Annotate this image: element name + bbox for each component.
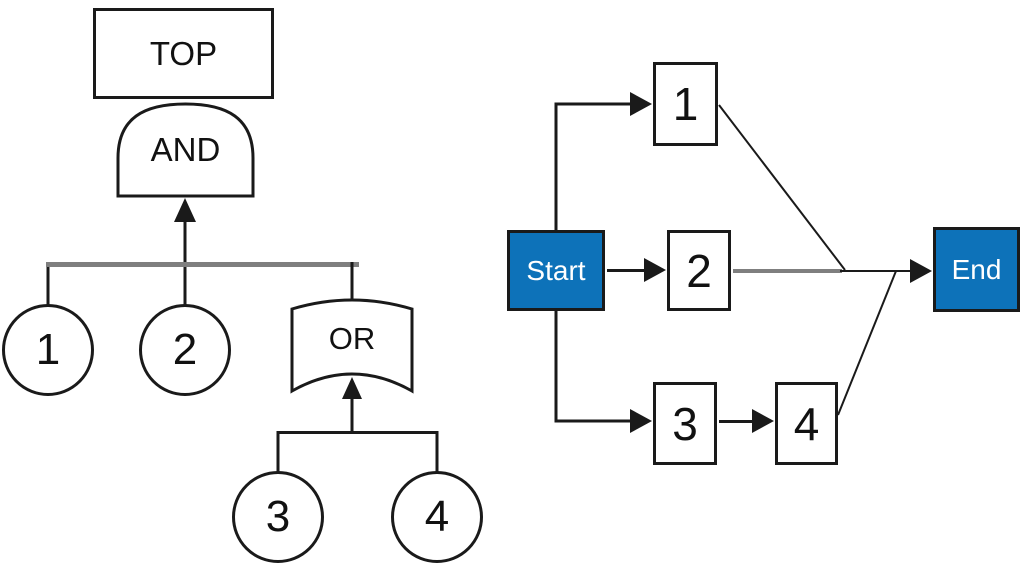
start-node: Start: [507, 230, 605, 311]
and-gate-text: AND: [150, 131, 221, 168]
block-1-node: 1: [653, 62, 718, 146]
connector-start-to-block3: [554, 309, 632, 423]
arrowhead-into-block4-icon: [752, 409, 774, 433]
block-4-node: 4: [775, 382, 838, 465]
basic-event-4-label: 4: [424, 492, 450, 541]
block-3-label: 3: [672, 397, 698, 450]
block-4-label: 4: [793, 397, 820, 450]
block-2-label: 2: [686, 244, 712, 297]
connector-start-to-block1: [554, 102, 632, 232]
basic-event-1-label: 1: [35, 325, 61, 374]
end-node: End: [933, 227, 1020, 312]
block-3-node: 3: [653, 382, 717, 465]
arrowhead-into-block1-icon: [630, 92, 652, 116]
arrowhead-into-block3-icon: [630, 409, 652, 433]
or-gate-label: OR: [292, 306, 412, 372]
or-gate-text: OR: [328, 321, 376, 356]
connector-block1-to-junction: [718, 104, 846, 271]
basic-event-3-circle: 3: [232, 471, 324, 563]
basic-event-4-circle: 4: [391, 471, 483, 563]
top-event-label: TOP: [149, 34, 218, 72]
basic-event-1-circle: 1: [2, 304, 94, 396]
fault-tree-top-event-box: TOP: [93, 8, 274, 99]
and-gate-label: AND: [118, 104, 253, 196]
arrowhead-into-or-icon: [342, 377, 362, 399]
arrowhead-into-block2-icon: [644, 258, 666, 282]
arrowhead-into-end-icon: [910, 259, 932, 283]
connector-block4-to-junction: [837, 270, 897, 416]
start-node-label: Start: [526, 254, 586, 286]
end-node-label: End: [951, 253, 1002, 285]
block-2-node: 2: [667, 230, 731, 311]
basic-event-3-label: 3: [265, 492, 291, 541]
block-1-label: 1: [672, 78, 699, 130]
basic-event-2-circle: 2: [139, 304, 231, 396]
arrowhead-into-and-icon: [174, 198, 196, 222]
basic-event-2-label: 2: [172, 325, 198, 374]
